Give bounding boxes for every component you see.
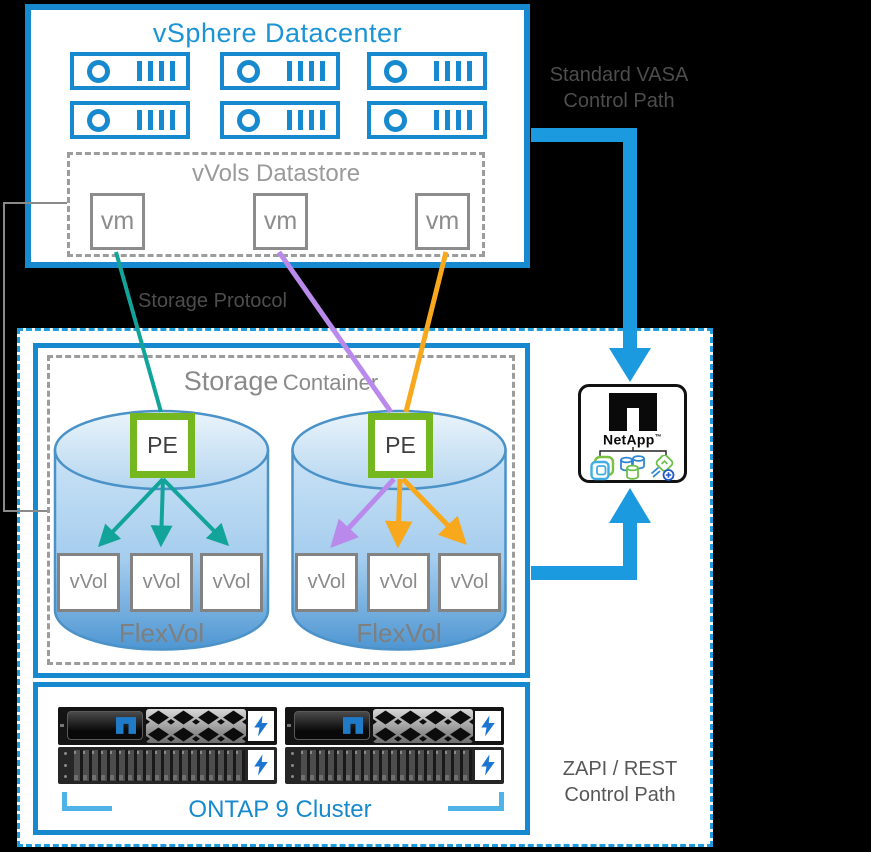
server-vent-bars (434, 61, 472, 81)
server-vent-bars (137, 110, 175, 130)
controller-chassis (285, 707, 504, 745)
server-vent-bars (287, 110, 325, 130)
server-power-dot (384, 108, 407, 132)
provider-tree-connector (598, 446, 667, 456)
storage-container-title: Storage Container (183, 366, 379, 396)
vasa-provider-badge: NetApp™ (578, 384, 687, 483)
server-vent-bars (137, 61, 175, 81)
server-power-dot (384, 59, 407, 83)
controller-bezel (294, 711, 370, 740)
controller-chassis (58, 707, 277, 745)
ontap-cluster-label: ONTAP 9 Cluster (112, 789, 448, 830)
vvols-datastore-box: vVols Datastore vm vm vm (67, 152, 485, 257)
disk-shelf (285, 747, 504, 784)
vm-box-3: vm (415, 193, 470, 250)
vvols-datastore-title: vVols Datastore (191, 160, 361, 187)
protocol-endpoint-2: PE (368, 413, 433, 478)
netapp-n-logo-icon (116, 717, 136, 734)
zapi-control-path-label: ZAPI / REST Control Path (562, 758, 678, 806)
vm-box-2: vm (253, 193, 308, 250)
snapshot-create-icon (650, 454, 675, 481)
vvol-box-6: vVol (438, 553, 501, 612)
storage-system-box: Storage Container (33, 343, 530, 678)
storage-protocol-label: Storage Protocol (138, 290, 287, 312)
chassis-latch (60, 724, 64, 727)
chassis-mesh-grille (146, 709, 246, 743)
cluster-bracket-right (499, 792, 504, 811)
esxi-host-icon (367, 101, 487, 139)
chassis-latch (287, 724, 291, 727)
server-power-dot (87, 59, 110, 83)
vvol-box-2: vVol (130, 553, 193, 612)
ontap-node-1 (58, 707, 277, 784)
vsphere-datacenter-box: vSphere Datacenter vVols Datastore vm (25, 4, 530, 268)
vvol-box-5: vVol (367, 553, 430, 612)
vm-box-1: vm (90, 193, 145, 250)
esxi-host-icon (220, 101, 340, 139)
netapp-wordmark: NetApp™ (603, 431, 662, 448)
lightning-bolt-icon (254, 754, 268, 776)
esxi-host-icon (367, 52, 487, 90)
clone-copies-icon (590, 455, 615, 480)
flexvol-label-1: FlexVol (118, 618, 205, 648)
shelf-status-leds (62, 752, 68, 778)
netapp-n-logo-icon (343, 717, 363, 734)
lightning-bolt-icon (254, 715, 268, 737)
protocol-endpoint-1: PE (130, 413, 195, 478)
shelf-power-module (248, 750, 274, 780)
drive-slots (74, 750, 245, 781)
provider-feature-icons (581, 454, 684, 482)
controller-bezel (67, 711, 143, 740)
controller-power-module (475, 711, 501, 741)
esxi-host-icon (220, 52, 340, 90)
vvol-box-1: vVol (57, 553, 120, 612)
netapp-logo-icon (608, 393, 657, 431)
vasa-control-path-line (531, 128, 637, 351)
lightning-bolt-icon (481, 754, 495, 776)
server-power-dot (237, 108, 260, 132)
esxi-host-icon (70, 101, 190, 139)
ontap-cluster-box: ONTAP 9 Cluster (33, 682, 530, 835)
server-vent-bars (287, 61, 325, 81)
shelf-power-module (475, 750, 501, 780)
vvol-box-4: vVol (295, 553, 358, 612)
drive-slots (301, 750, 472, 781)
lightning-bolt-icon (481, 715, 495, 737)
server-power-dot (87, 108, 110, 132)
controller-power-module (248, 711, 274, 741)
disk-shelf (58, 747, 277, 784)
vsphere-datacenter-title: vSphere Datacenter (152, 18, 403, 48)
vasa-control-path-label: Standard VASA Control Path (549, 64, 689, 112)
chassis-mesh-grille (373, 709, 473, 743)
flexvol-label-2: FlexVol (356, 618, 442, 648)
ontap-node-2 (285, 707, 504, 784)
vvol-box-3: vVol (200, 553, 263, 612)
esxi-host-icon (70, 52, 190, 90)
server-vent-bars (434, 110, 472, 130)
server-power-dot (237, 59, 260, 83)
storage-stack-icon (620, 454, 645, 480)
shelf-status-leds (289, 752, 295, 778)
storage-container-box: Storage Container (47, 355, 515, 665)
cluster-bracket-left (62, 792, 67, 811)
